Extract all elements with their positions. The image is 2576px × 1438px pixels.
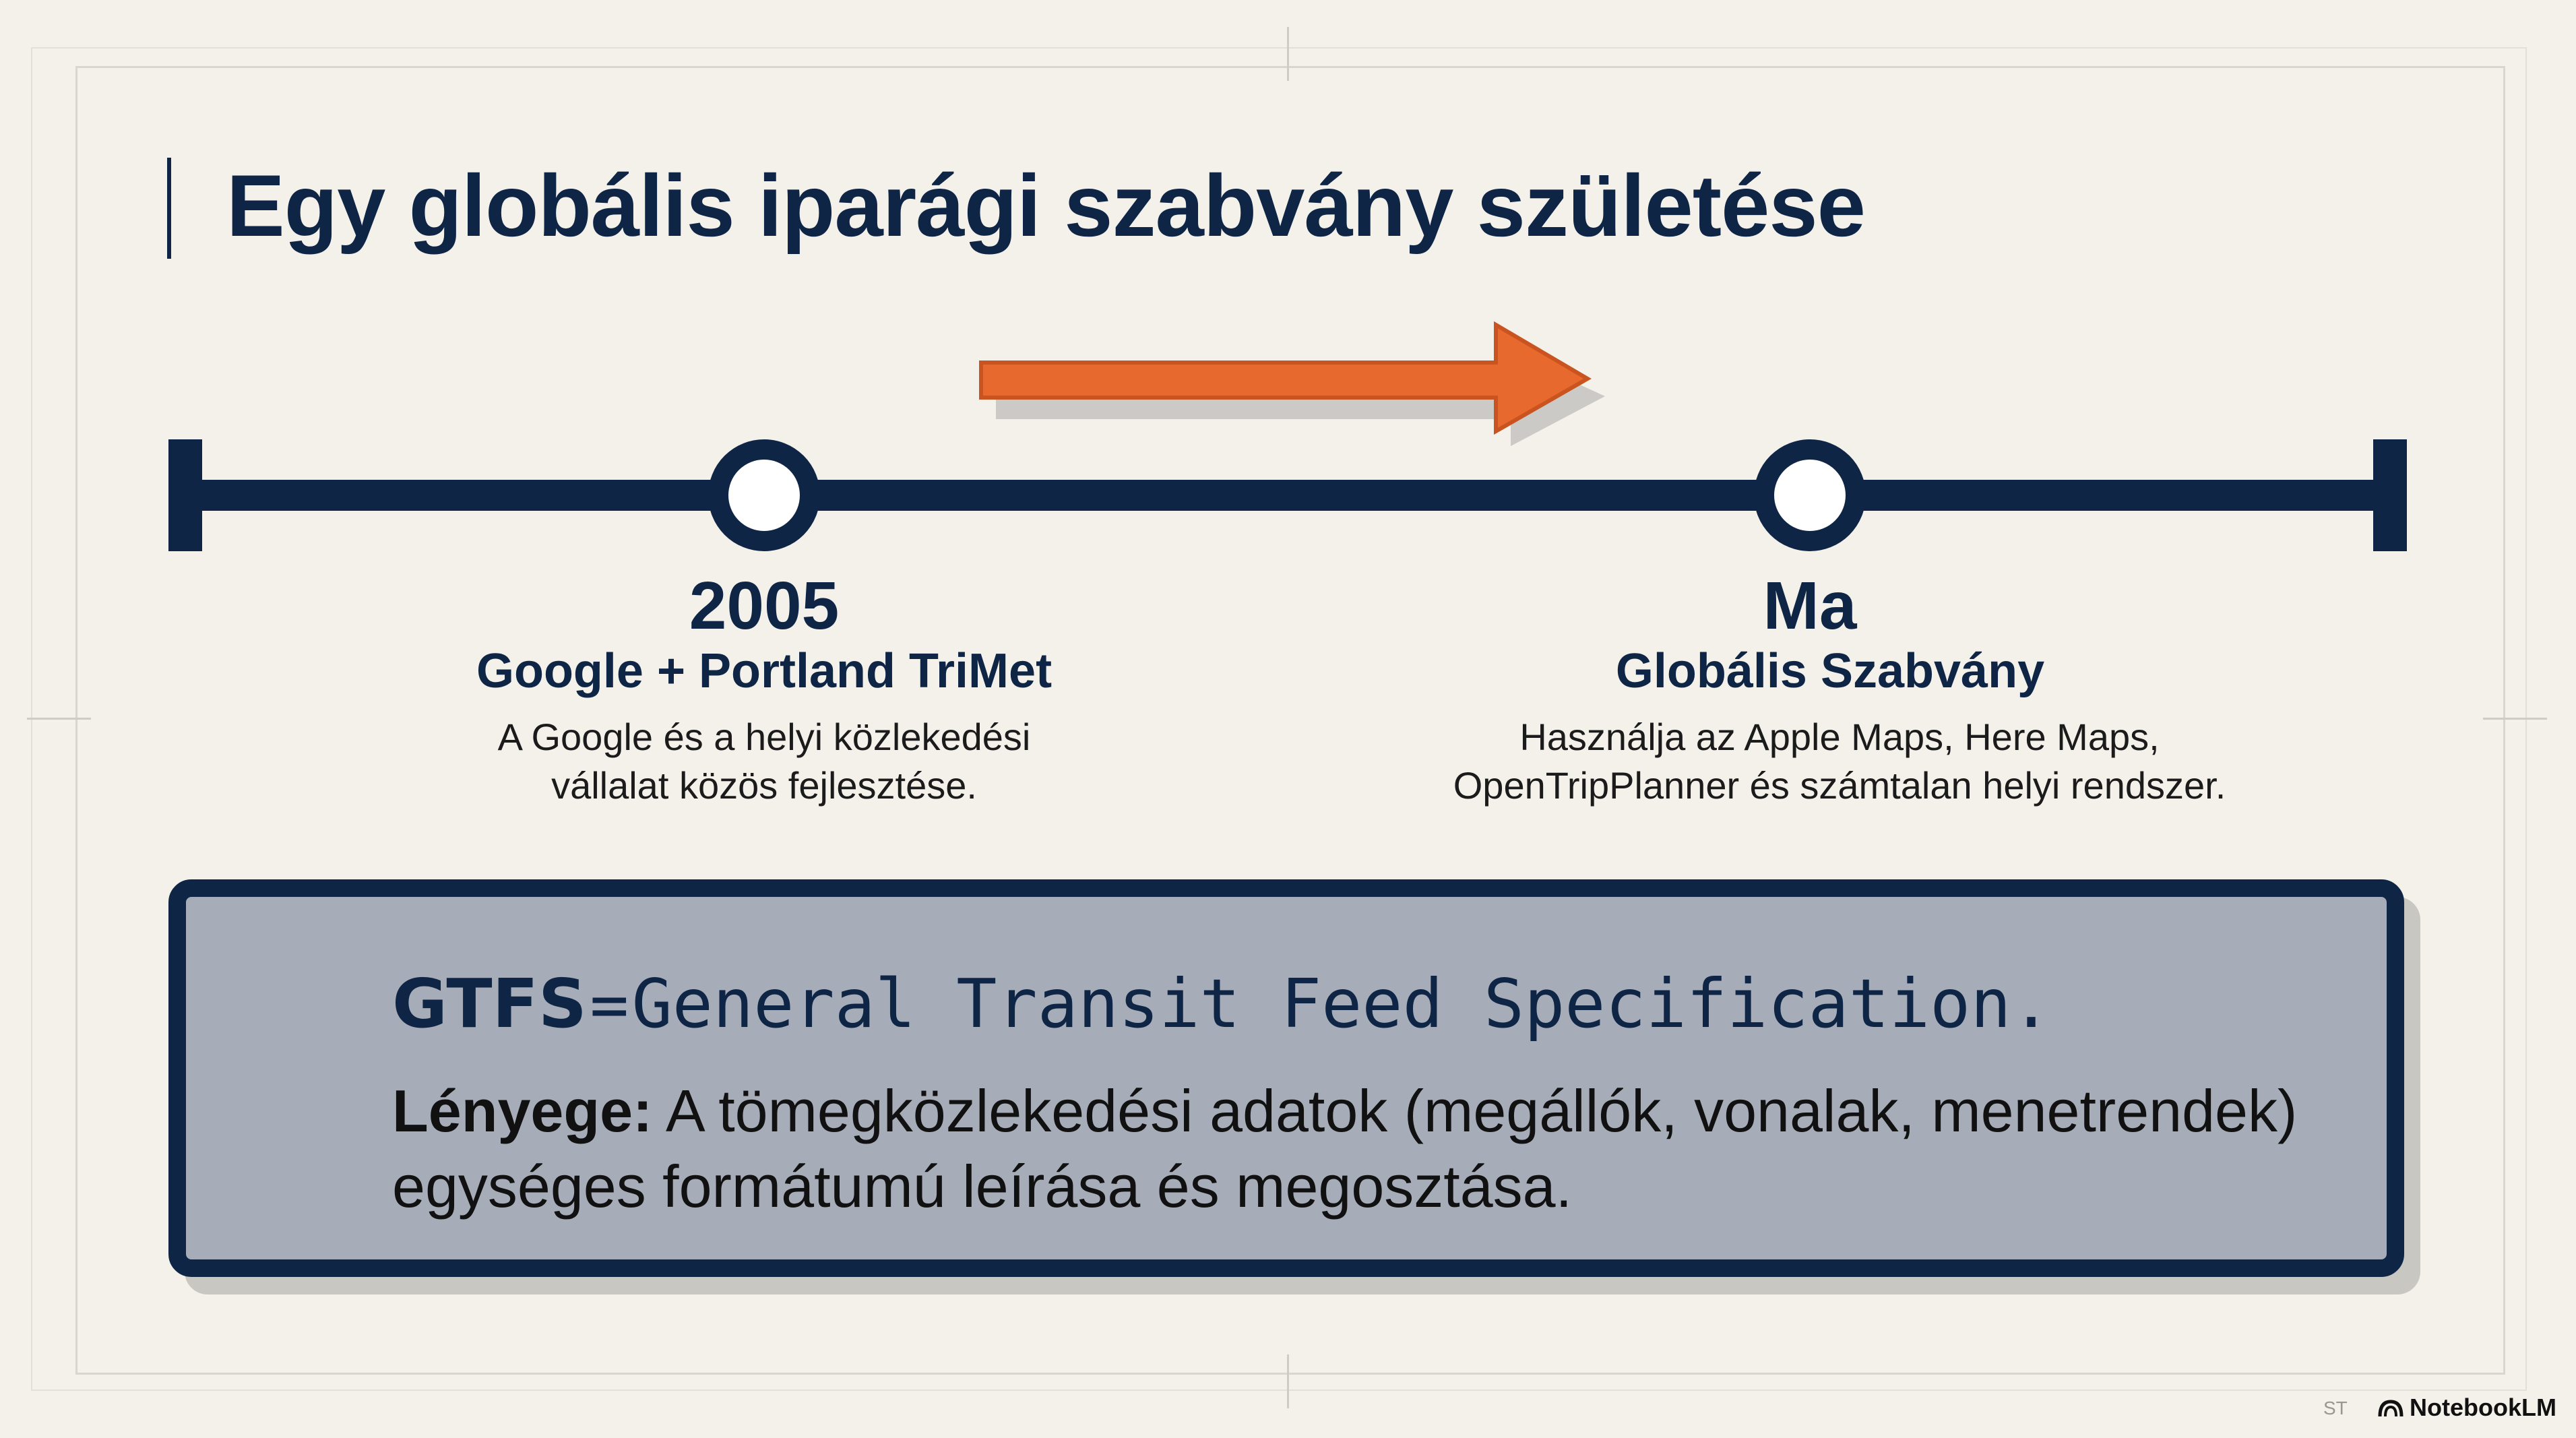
brand-name: NotebookLM (2410, 1394, 2556, 1421)
event-description: A Google és a helyi közlekedési vállalat… (498, 713, 1031, 810)
event-description-line: OpenTripPlanner és számtalan helyi rends… (1453, 764, 2226, 807)
event-heading: Globális Szabvány (1615, 644, 2045, 698)
frame-tick (1287, 1354, 1289, 1408)
right-arrow-icon (979, 321, 1605, 446)
definition-label: Lényege: (392, 1077, 653, 1144)
notebooklm-logo-icon (2378, 1400, 2404, 1417)
timeline-node-2005 (708, 439, 820, 551)
acronym-expansion: General Transit Feed Specification. (631, 964, 2052, 1043)
timeline-end-cap (2373, 439, 2407, 551)
event-year: Ma (1763, 568, 1857, 644)
event-heading: Google + Portland TriMet (476, 644, 1053, 698)
event-description: Használja az Apple Maps, Here Maps, Open… (1453, 713, 2226, 810)
timeline (168, 321, 2407, 551)
timeline-line (168, 480, 2407, 511)
event-year: 2005 (689, 568, 840, 644)
definition-body: A tömegközlekedési adatok (megállók, von… (392, 1077, 2298, 1220)
acronym: GTFS (392, 964, 587, 1043)
equals-sign: = (590, 967, 629, 1042)
page-title: Egy globális iparági szabvány születése (226, 156, 1866, 255)
definition-text: Lényege: A tömegközlekedési adatok (megá… (392, 1073, 2346, 1224)
definition-heading: GTFS = General Transit Feed Specificatio… (392, 964, 2052, 1043)
event-description-line: vállalat közös fejlesztése. (551, 764, 977, 807)
footer-brand: NotebookLM (2377, 1394, 2556, 1422)
footer-mark: ST (2323, 1398, 2348, 1418)
event-description-line: Használja az Apple Maps, Here Maps, (1519, 716, 2160, 758)
event-description-line: A Google és a helyi közlekedési (497, 716, 1031, 758)
frame-tick (2483, 718, 2547, 720)
frame-tick (27, 718, 91, 720)
title-accent-bar (167, 158, 171, 259)
timeline-start-cap (168, 439, 202, 551)
frame-tick (1287, 27, 1289, 81)
timeline-node-today (1754, 439, 1866, 551)
inner-frame (75, 66, 2505, 1375)
definition-box: GTFS = General Transit Feed Specificatio… (168, 879, 2404, 1277)
